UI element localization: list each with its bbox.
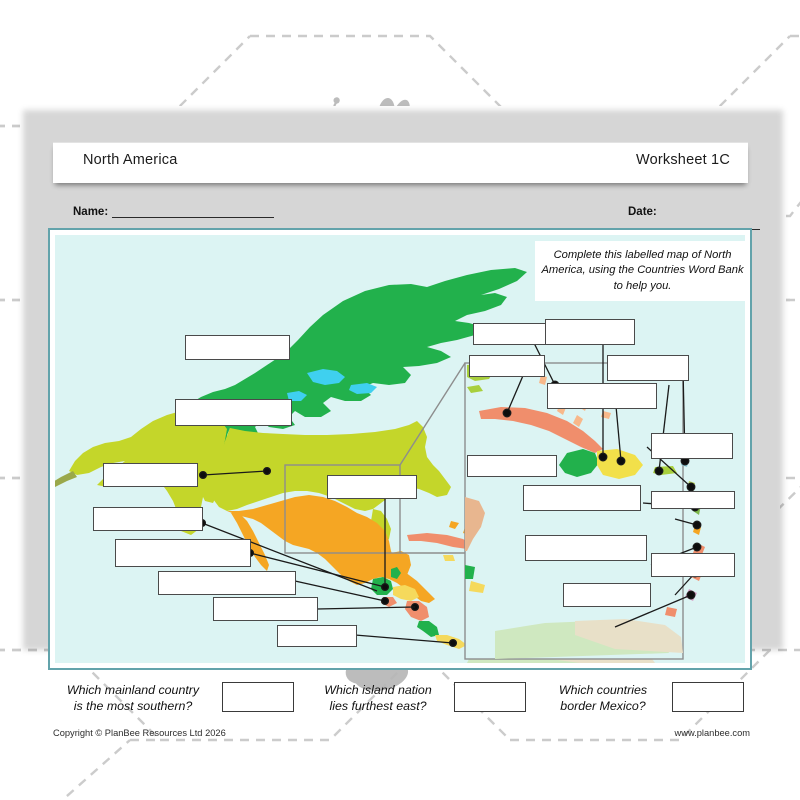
answer-box-florida-inset[interactable] xyxy=(473,323,555,345)
date-field-row: Date: xyxy=(628,206,780,230)
worksheet-page: North America Worksheet 1C Name: Date: xyxy=(20,106,780,738)
page-title: North America xyxy=(83,152,178,168)
name-field-row: Name: xyxy=(73,206,275,218)
answer-box-belize[interactable] xyxy=(115,539,251,567)
question-1-answer-box[interactable] xyxy=(222,682,294,712)
inset-haiti xyxy=(559,449,599,477)
answer-box-cuba[interactable] xyxy=(469,355,545,377)
answer-box-puerto-rico[interactable] xyxy=(607,355,689,381)
map-frame: Complete this labelled map of North Amer… xyxy=(48,228,752,670)
answer-box-el-salvador[interactable] xyxy=(158,571,296,595)
answer-box-guatemala[interactable] xyxy=(93,507,203,531)
inset-connector-top xyxy=(399,362,466,466)
answer-box-barbados[interactable] xyxy=(651,491,735,509)
question-3-answer-box[interactable] xyxy=(672,682,744,712)
map-canvas: Complete this labelled map of North Amer… xyxy=(55,235,745,663)
answer-box-jamaica[interactable] xyxy=(467,455,557,477)
region-great-lakes xyxy=(287,369,377,401)
inset-trinidad xyxy=(665,607,677,617)
region-nicaragua xyxy=(405,601,429,621)
region-aleutians xyxy=(55,471,77,487)
answer-box-dominican-republic[interactable] xyxy=(523,485,641,511)
region-us-west-coast xyxy=(201,477,217,503)
instruction-box: Complete this labelled map of North Amer… xyxy=(535,241,745,301)
answer-box-grenada[interactable] xyxy=(563,583,651,607)
footer-website[interactable]: www.planbee.com xyxy=(674,728,750,738)
inset-venezuela xyxy=(575,619,683,653)
answer-box-haiti[interactable] xyxy=(547,383,657,409)
answer-box-bahamas[interactable] xyxy=(545,319,635,345)
answer-box-antigua[interactable] xyxy=(651,433,733,459)
region-honduras xyxy=(393,585,419,601)
answer-box-united-states[interactable] xyxy=(175,399,292,426)
answer-box-panama[interactable] xyxy=(277,625,357,647)
region-canada xyxy=(165,268,527,481)
name-label: Name: xyxy=(73,206,109,218)
answer-box-honduras[interactable] xyxy=(327,475,417,499)
name-input-rule[interactable] xyxy=(112,206,275,218)
inset-costa-rica-edge xyxy=(465,565,475,579)
inset-panama-edge xyxy=(469,581,485,593)
date-label: Date: xyxy=(628,206,657,218)
inset-central-america-edge xyxy=(465,497,485,551)
region-costa-rica xyxy=(417,621,439,637)
answer-box-mexico[interactable] xyxy=(103,463,198,487)
inset-cuba xyxy=(479,407,603,453)
question-2-answer-box[interactable] xyxy=(454,682,526,712)
magnifier-rectangle xyxy=(284,464,401,554)
inset-florida-keys xyxy=(467,385,483,393)
answer-box-canada[interactable] xyxy=(185,335,290,360)
answer-box-caribbean-extra[interactable] xyxy=(525,535,647,561)
answer-box-trinidad[interactable] xyxy=(651,553,735,577)
worksheet-title-bar: North America Worksheet 1C xyxy=(53,142,748,183)
region-mexico xyxy=(227,495,435,603)
region-belize xyxy=(391,567,401,579)
footer-copyright: Copyright © PlanBee Resources Ltd 2026 xyxy=(53,728,226,738)
region-cuba-small xyxy=(407,533,473,549)
answer-box-nicaragua[interactable] xyxy=(213,597,318,621)
worksheet-number: Worksheet 1C xyxy=(635,152,730,168)
region-jamaica-small xyxy=(443,555,455,561)
